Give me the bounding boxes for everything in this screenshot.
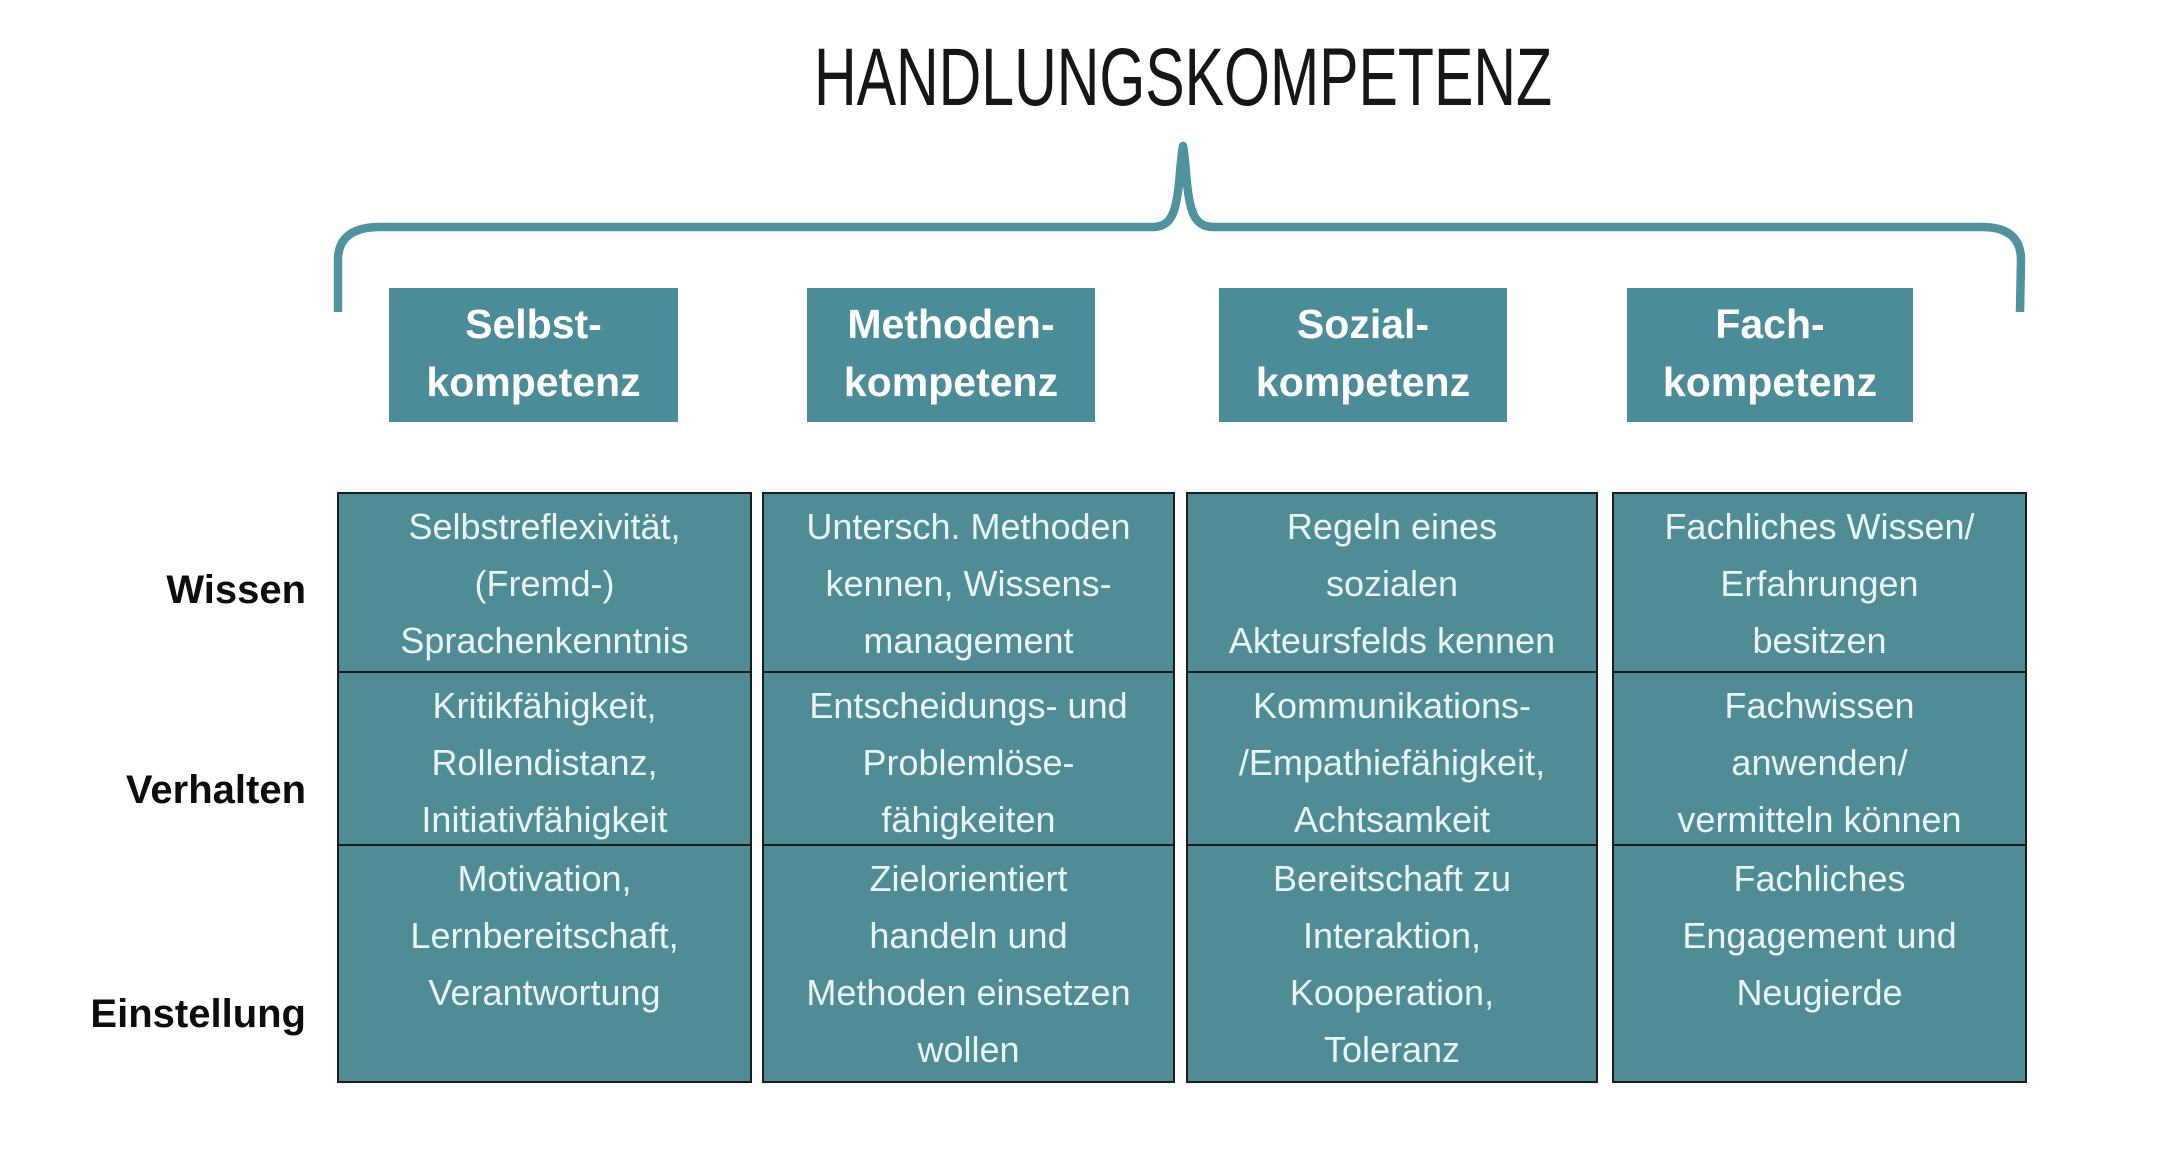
column-selbstkompetenz: Selbstreflexivität, (Fremd-) Sprachenken… bbox=[337, 492, 752, 1083]
cell-wissen-sozial: Regeln eines sozialen Akteursfelds kenne… bbox=[1228, 506, 1556, 661]
column-header-methodenkompetenz: Methoden- kompetenz bbox=[807, 288, 1095, 422]
column-header-fachkompetenz: Fach- kompetenz bbox=[1627, 288, 1913, 422]
column-methodenkompetenz: Untersch. Methoden kennen, Wissens- mana… bbox=[762, 492, 1175, 1083]
column-header-sozialkompetenz: Sozial- kompetenz bbox=[1219, 288, 1507, 422]
column-fachkompetenz: Fachliches Wissen/ Erfahrungen besitzen … bbox=[1612, 492, 2027, 1083]
cell-einstellung-methoden: Zielorientiert handeln und Methoden eins… bbox=[764, 844, 1173, 1081]
cell-verhalten-sozial: Kommunikations- /Empathiefähigkeit, Acht… bbox=[1188, 671, 1596, 844]
cell-verhalten-selbst: Kritikfähigkeit, Rollendistanz, Initiati… bbox=[339, 671, 750, 844]
column-sozialkompetenz: Regeln eines sozialen Akteursfelds kenne… bbox=[1186, 492, 1598, 1083]
row-label-einstellung: Einstellung bbox=[90, 992, 306, 1036]
page-title: HANDLUNGSKOMPETENZ bbox=[813, 32, 1553, 123]
cell-verhalten-methoden: Entscheidungs- und Problemlöse- fähigkei… bbox=[764, 671, 1173, 844]
cell-wissen-fach: Fachliches Wissen/ Erfahrungen besitzen bbox=[1664, 506, 1975, 661]
column-header-selbstkompetenz: Selbst- kompetenz bbox=[389, 288, 678, 422]
cell-einstellung-fach: Fachliches Engagement und Neugierde bbox=[1614, 844, 2025, 1081]
cell-wissen-methoden: Untersch. Methoden kennen, Wissens- mana… bbox=[806, 506, 1131, 661]
row-label-verhalten: Verhalten bbox=[125, 768, 306, 812]
cell-einstellung-sozial: Bereitschaft zu Interaktion, Kooperation… bbox=[1188, 844, 1596, 1081]
cell-einstellung-selbst: Motivation, Lernbereitschaft, Verantwort… bbox=[339, 844, 750, 1081]
row-label-wissen: Wissen bbox=[166, 568, 306, 612]
cell-wissen-selbst: Selbstreflexivität, (Fremd-) Sprachenken… bbox=[400, 506, 689, 661]
cell-verhalten-fach: Fachwissen anwenden/ vermitteln können bbox=[1614, 671, 2025, 844]
